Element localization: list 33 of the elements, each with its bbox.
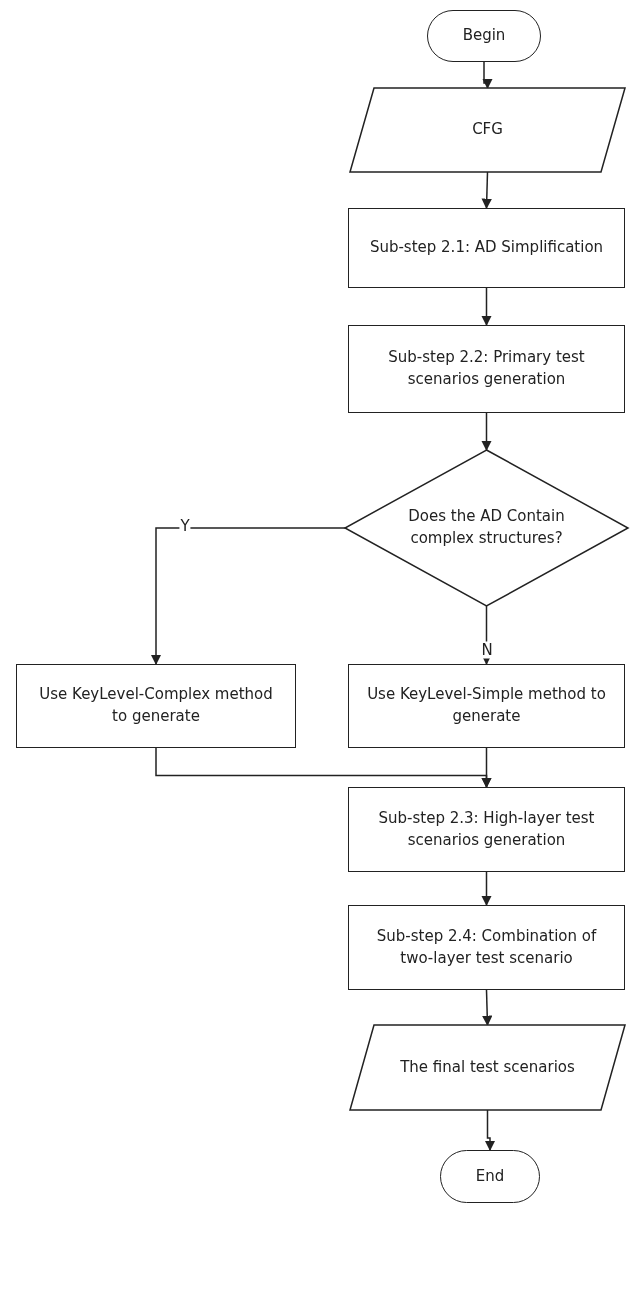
node-label: Sub-step 2.4: Combination of two-layer test scenario: [375, 925, 598, 969]
node-label: Does the AD Contain complex structures?: [407, 506, 566, 549]
process-box: [16, 664, 296, 748]
arrow: [481, 605, 492, 666]
process-box: [348, 905, 625, 990]
process-box: [348, 208, 625, 288]
arrow: [150, 527, 346, 666]
node-label: End: [475, 1165, 505, 1187]
arrow: [484, 1109, 496, 1152]
node-label: The final test scenarios: [400, 1056, 575, 1078]
terminator-shape: [440, 1150, 540, 1203]
node-label: Sub-step 2.2: Primary test scenarios generation: [387, 347, 586, 390]
arrow: [481, 287, 492, 327]
process-box: [348, 325, 625, 413]
node-label: Sub-step 2.3: High-layer test scenarios generation: [377, 807, 596, 851]
arrow: [482, 989, 493, 1027]
arrow: [482, 61, 493, 90]
arrow: [481, 171, 492, 210]
data-parallelogram: [350, 88, 625, 172]
arrow: [481, 747, 492, 789]
node-label: Sub-step 2.1: AD Simplification: [369, 237, 604, 259]
node-label: Use KeyLevel-Simple method to generate: [366, 684, 607, 727]
arrow: [481, 871, 492, 907]
data-parallelogram: [350, 1025, 625, 1110]
decision-diamond: [345, 450, 628, 606]
process-box: [348, 787, 625, 872]
node-label: Begin: [462, 25, 506, 47]
edge-label: N: [480, 641, 494, 659]
arrow: [481, 412, 492, 452]
process-box: [348, 664, 625, 748]
terminator-shape: [427, 10, 541, 62]
node-label: CFG: [472, 119, 503, 141]
node-label: Use KeyLevel-Complex method to generate: [38, 684, 274, 727]
